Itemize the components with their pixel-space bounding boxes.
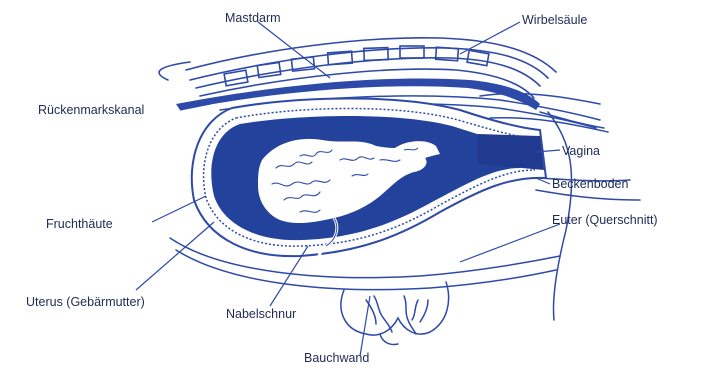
label-vagina: Vagina: [562, 144, 600, 158]
label-fruchthaeute: Fruchthäute: [46, 217, 113, 231]
label-nabelschnur: Nabelschnur: [226, 307, 296, 321]
label-rueckenmarkskanal: Rückenmarkskanal: [38, 103, 144, 117]
udder-drawing: [341, 282, 449, 345]
label-euter: Euter (Querschnitt): [552, 213, 658, 227]
leader-wirbelsaeule: [460, 22, 520, 54]
label-wirbelsaeule: Wirbelsäule: [522, 13, 587, 27]
label-mastdarm: Mastdarm: [225, 11, 281, 25]
label-beckenboden: Beckenboden: [552, 177, 629, 191]
label-uterus: Uterus (Gebärmutter): [26, 295, 145, 309]
label-bauchwand: Bauchwand: [304, 351, 369, 365]
leader-euter: [460, 224, 560, 262]
leader-bauchwand: [360, 296, 370, 356]
vagina-shape: [478, 134, 544, 170]
leader-uterus: [136, 222, 214, 290]
